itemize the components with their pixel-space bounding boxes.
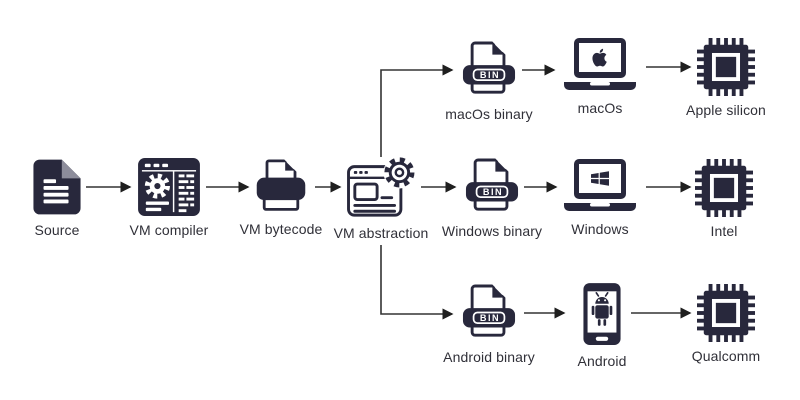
node-label-vm-compiler: VM compiler: [129, 222, 209, 238]
node-label-windows: Windows: [571, 221, 629, 237]
node-windows: Windows: [540, 159, 660, 237]
node-android-binary: BIN Android binary: [429, 283, 549, 365]
qualcomm-chip-icon: [697, 284, 755, 342]
node-label-vm-bytecode: VM bytecode: [239, 221, 323, 237]
node-qualcomm: Qualcomm: [666, 284, 786, 364]
node-label-vm-abstraction: VM abstraction: [333, 225, 429, 241]
bin-file-icon: BIN: [462, 283, 516, 337]
node-label-android: Android: [577, 353, 627, 369]
node-apple-silicon: Apple silicon: [666, 38, 786, 118]
node-label-intel: Intel: [710, 223, 738, 239]
source-file-icon: [33, 159, 81, 215]
vm-bytecode-icon: [256, 159, 306, 211]
node-label-android-binary: Android binary: [443, 349, 535, 365]
node-intel: Intel: [664, 159, 784, 239]
node-windows-binary: BIN Windows binary: [432, 157, 552, 239]
node-label-apple-silicon: Apple silicon: [686, 102, 766, 118]
vm-compiler-icon: [138, 158, 200, 216]
node-vm-bytecode: VM bytecode: [221, 159, 341, 237]
bin-file-icon: BIN: [465, 157, 519, 211]
macos-laptop-icon: [564, 38, 636, 90]
svg-text:BIN: BIN: [483, 187, 503, 197]
node-macos-binary: BIN macOs binary: [429, 40, 549, 122]
apple-silicon-chip-icon: [697, 38, 755, 96]
node-android: Android: [542, 281, 662, 369]
bin-file-icon: BIN: [462, 40, 516, 94]
svg-text:BIN: BIN: [480, 313, 500, 323]
android-phone-icon: [583, 283, 621, 345]
node-vm-abstraction: VM abstraction: [321, 155, 441, 241]
node-vm-compiler: VM compiler: [109, 158, 229, 238]
node-label-macos: macOs: [577, 100, 623, 116]
node-label-macos-binary: macOs binary: [445, 106, 533, 122]
vm-abstraction-icon: [347, 156, 416, 217]
node-macos: macOs: [540, 38, 660, 116]
svg-text:BIN: BIN: [480, 70, 500, 80]
node-label-source: Source: [34, 222, 80, 238]
node-source: Source: [0, 158, 117, 238]
node-label-windows-binary: Windows binary: [441, 223, 543, 239]
node-label-qualcomm: Qualcomm: [691, 348, 761, 364]
intel-chip-icon: [695, 159, 753, 217]
windows-laptop-icon: [564, 159, 636, 211]
